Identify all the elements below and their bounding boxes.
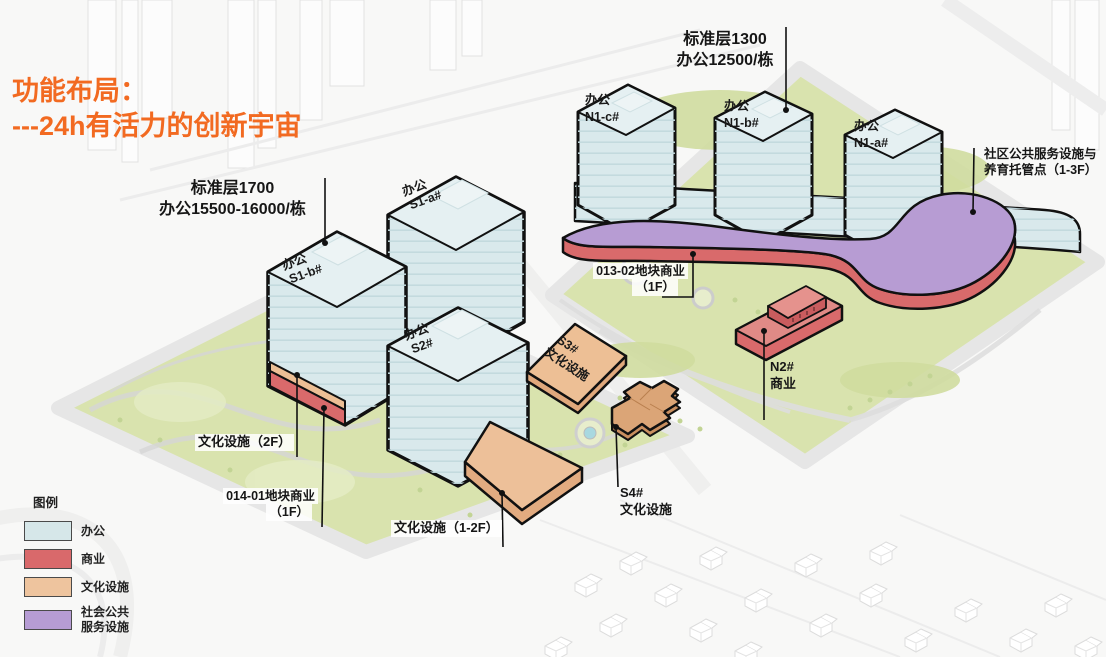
legend-label-public-line2: 服务设施 [81, 620, 130, 634]
label-n1a-line2: N1-a# [854, 136, 888, 150]
biz-013-line1: 013-02地块商业 [593, 263, 688, 280]
north-typical-line1: 标准层1300 [683, 31, 767, 48]
background-houses [544, 541, 1103, 657]
legend-swatch-culture [24, 577, 72, 597]
building-n1c [576, 83, 677, 234]
leader-dots [294, 107, 976, 496]
biz-014-line1: 014-01地块商业 [223, 488, 318, 505]
biz-014-line2: （1F） [266, 504, 312, 521]
slide-title-line1: 功能布局： [12, 76, 147, 106]
slide-title: 功能布局： ---24h有活力的创新宇宙 [12, 74, 302, 143]
label-n1b-line1: 办公 [724, 98, 750, 113]
legend-label-culture: 文化设施 [81, 579, 130, 594]
n2-line2: 商业 [770, 375, 797, 391]
slide-title-line2: ---24h有活力的创新宇宙 [12, 110, 302, 141]
label-n1a-line1: 办公 [854, 118, 880, 133]
annotation-s4: S4# 文化设施 [620, 485, 672, 519]
background-context-buildings [87, 0, 1100, 169]
north-typical-line2: 办公12500/栋 [676, 51, 774, 69]
legend-swatch-public-service [24, 610, 72, 630]
legend-label-public-service: 社会公共服务设施 [81, 605, 129, 635]
legend-label-office: 办公 [81, 523, 106, 538]
building-s1b [266, 230, 408, 427]
legend-item-public-service: 社会公共服务设施 [24, 605, 129, 635]
annotation-biz-014: 014-01地块商业 （1F） [215, 488, 318, 521]
community-line1: 社区公共服务设施与 [984, 147, 1097, 161]
label-n1c-line2: N1-c# [585, 110, 619, 124]
legend-swatch-office [24, 521, 72, 541]
annotation-biz-013: 013-02地块商业 （1F） [575, 263, 688, 296]
legend-item-office: 办公 [24, 521, 129, 541]
building-n1b [713, 90, 814, 244]
leader-lines [296, 27, 975, 548]
legend-item-commercial: 商业 [24, 549, 129, 569]
culture-2f-label: 文化设施（2F） [195, 434, 295, 451]
biz-013-line2: （1F） [632, 279, 678, 296]
south-typical-line1: 标准层1700 [190, 180, 275, 197]
annotation-north-typical: 标准层1300 办公12500/栋 [660, 30, 790, 72]
legend-title: 图例 [33, 496, 59, 510]
legend-label-commercial: 商业 [81, 551, 106, 566]
label-n1b-line2: N1-b# [724, 116, 759, 130]
culture-podium-s2 [463, 420, 584, 526]
s4-line1: S4# [620, 485, 644, 500]
legend: 图例 办公 商业 文化设施 社会公共服务设施 [24, 492, 129, 643]
building-s1a [386, 175, 526, 362]
community-line2: 养育托管点（1-3F） [984, 163, 1098, 178]
building-n1a [843, 108, 944, 264]
legend-swatch-commercial [24, 549, 72, 569]
label-n1c-line1: 办公 [585, 92, 611, 107]
building-s4 [610, 379, 682, 441]
building-s3 [525, 322, 628, 415]
n2-line1: N2# [770, 359, 794, 374]
s4-line2: 文化设施 [620, 501, 673, 517]
legend-item-culture: 文化设施 [24, 577, 129, 597]
legend-label-public-line1: 社会公共 [81, 605, 130, 619]
annotation-culture-2f: 文化设施（2F） [195, 434, 295, 451]
annotation-culture-12f: 文化设施（1-2F） [391, 520, 502, 537]
culture-12f-label: 文化设施（1-2F） [391, 520, 502, 537]
annotation-n2: N2# 商业 [770, 359, 796, 393]
community-services-podium [561, 191, 1017, 296]
annotation-south-typical: 标准层1700 办公15500-16000/栋 [140, 179, 325, 221]
south-typical-line2: 办公15500-16000/栋 [159, 200, 306, 218]
annotation-community-services: 社区公共服务设施与 养育托管点（1-3F） [984, 146, 1097, 179]
south-podium-strips [269, 361, 346, 426]
